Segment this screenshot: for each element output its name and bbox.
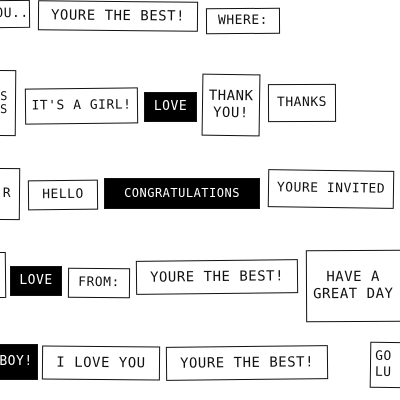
sticker-label: CONGRATULATIONS <box>124 186 240 201</box>
sticker-label: LOVE <box>19 273 53 289</box>
sticker-thank-you-partial: YOU... <box>0 0 31 29</box>
sticker-label: YOU... <box>0 5 31 22</box>
sticker-label: THANK YOU! <box>208 87 254 122</box>
sticker-label: FROM: <box>78 274 120 291</box>
sticker-label: YOURE THE BEST! <box>50 7 186 25</box>
sticker-love-dark-row4: LOVE <box>10 266 62 296</box>
sticker-hello: HELLO <box>27 179 99 211</box>
sticker-label: HELLO <box>42 186 84 203</box>
sticker-its-a-girl: IT'S A GIRL! <box>24 87 139 125</box>
sticker-label: YOURE INVITED <box>276 180 386 197</box>
sticker-thank-you: THANK YOU! <box>201 73 261 137</box>
sticker-label: YOURE THE BEST! <box>179 353 315 372</box>
sticker-partial-left-row2: S S <box>0 69 17 137</box>
sticker-i-love-you: I LOVE YOU <box>41 345 161 381</box>
sticker-love-dark: LOVE <box>144 92 197 122</box>
sticker-label: R <box>2 186 12 202</box>
sticker-youre-invited: YOURE INVITED <box>267 169 395 209</box>
sticker-where: WHERE: <box>205 7 281 35</box>
sticker-thanks: THANKS <box>267 83 337 123</box>
sticker-label: YOURE THE BEST! <box>149 267 285 286</box>
sticker-label: THANKS <box>276 95 328 111</box>
sticker-label: GO LU <box>374 348 392 381</box>
sticker-label: HAVE A GREAT DAY <box>313 268 394 303</box>
sticker-label: BOY! <box>0 354 33 370</box>
sticker-label: WHERE: <box>217 13 269 29</box>
sticker-label: LOVE <box>153 99 188 115</box>
sticker-youre-the-best: YOURE THE BEST! <box>37 0 199 32</box>
sticker-have-a-great-day: HAVE A GREAT DAY <box>305 249 400 323</box>
sticker-partial-left-row4 <box>0 251 7 299</box>
sticker-youre-the-best-row5: YOURE THE BEST! <box>165 345 329 381</box>
sticker-partial-left-row3: R <box>0 167 21 221</box>
sticker-from: FROM: <box>67 267 131 299</box>
sticker-youre-the-best-row4: YOURE THE BEST! <box>135 259 299 295</box>
sticker-label: S S <box>0 89 8 117</box>
sticker-label: I LOVE YOU <box>56 354 146 372</box>
sticker-label: IT'S A GIRL! <box>31 97 132 114</box>
sticker-congratulations-dark: CONGRATULATIONS <box>104 178 260 209</box>
sticker-good-luck-partial: GO LU <box>369 341 400 389</box>
sticker-boy-dark-partial: BOY! <box>0 344 38 380</box>
